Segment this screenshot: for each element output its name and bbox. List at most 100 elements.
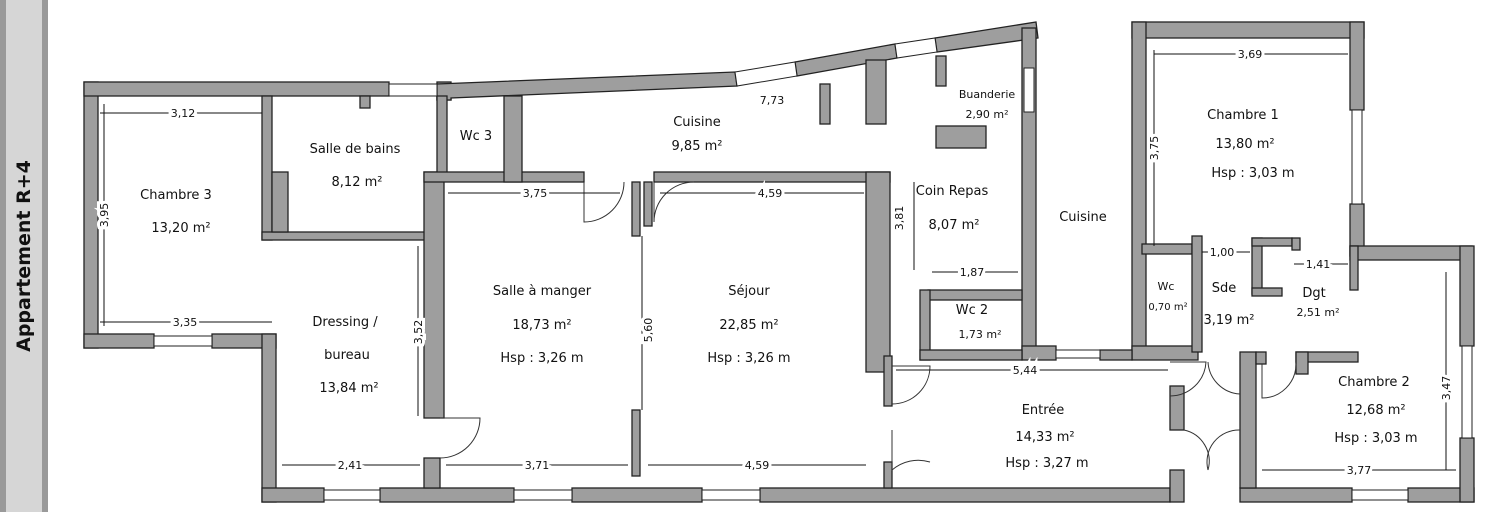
room-area: 8,07 m²: [929, 218, 980, 233]
wall: [1169, 469, 1185, 503]
room-name: Coin Repas: [916, 184, 989, 199]
wall: [819, 83, 831, 125]
door: [1207, 361, 1241, 395]
doors: [439, 181, 1297, 472]
dimension-label: 3,47: [1440, 376, 1453, 401]
dimension-label: 2,41: [338, 459, 363, 472]
door: [583, 181, 625, 223]
wall: [1255, 351, 1267, 365]
room-ceiling-height: Hsp : 3,03 m: [1334, 431, 1417, 446]
room-area: 14,33 m²: [1015, 430, 1074, 445]
room-area: 2,51 m²: [1296, 306, 1339, 319]
wall: [423, 171, 445, 419]
dimension-label: 1,87: [960, 266, 985, 279]
wall: [1251, 287, 1283, 297]
dimension-label: 4,59: [745, 459, 770, 472]
wall: [1131, 21, 1365, 39]
room-name: Dressing /: [312, 315, 378, 330]
windows: [153, 37, 1473, 501]
dimension-labels: 3,12 3,95 3,35 7,73 3,75 4,59 3,81 1,87 …: [95, 45, 1456, 480]
window: [513, 489, 573, 501]
wall: [1291, 237, 1301, 251]
wall: [865, 171, 891, 373]
room-name: Salle à manger: [493, 284, 592, 299]
room-name: Buanderie: [959, 88, 1016, 101]
dimension-label: 3,81: [893, 206, 906, 231]
dimension-label: 3,75: [523, 187, 548, 200]
wall: [935, 125, 987, 149]
dimension-label: 3,95: [98, 203, 111, 228]
room-name: Chambre 2: [1338, 375, 1410, 390]
room-area: 13,80 m²: [1215, 137, 1274, 152]
window: [1055, 349, 1101, 359]
dimension-label: 3,12: [171, 107, 196, 120]
room-name: Séjour: [728, 284, 770, 299]
door: [653, 181, 695, 223]
wall: [919, 349, 1023, 361]
wall: [1239, 487, 1353, 503]
room-area: 12,68 m²: [1346, 403, 1405, 418]
room-name: Chambre 1: [1207, 108, 1279, 123]
wall: [83, 333, 155, 349]
room-area: 18,73 m²: [512, 318, 571, 333]
wall: [1021, 345, 1057, 361]
window: [388, 83, 438, 97]
wall: [379, 487, 515, 503]
room-name: Wc 3: [460, 129, 492, 144]
wall: [653, 171, 891, 183]
wall: [1141, 243, 1193, 255]
window: [734, 61, 798, 87]
door: [439, 417, 481, 459]
wall: [1131, 21, 1147, 359]
wall: [436, 71, 738, 101]
wall: [1295, 351, 1309, 375]
wall: [1191, 235, 1203, 353]
door: [1169, 361, 1207, 397]
room-area: 0,70 m²: [1148, 302, 1187, 313]
door: [1206, 429, 1241, 471]
room-name: Sde: [1212, 281, 1237, 296]
room-name: bureau: [324, 348, 370, 363]
door: [1261, 363, 1297, 399]
door: [891, 365, 931, 405]
room-area: 3,19 m²: [1204, 313, 1255, 328]
dimension-lines: [100, 50, 1456, 471]
wall: [83, 81, 390, 97]
wall: [261, 95, 273, 241]
wall: [271, 171, 289, 233]
window: [701, 489, 761, 501]
dimension-label: 3,52: [412, 320, 425, 345]
dimension-label: 5,60: [642, 318, 655, 343]
wall: [865, 59, 887, 125]
room-ceiling-height: Hsp : 3,27 m: [1005, 456, 1088, 471]
dimension-label: 3,75: [1148, 136, 1161, 161]
door: [1183, 429, 1210, 471]
wall: [83, 81, 99, 349]
wall: [1349, 21, 1365, 111]
wall: [436, 95, 448, 177]
room-area: 1,73 m²: [958, 328, 1001, 341]
dimension-label: 7,73: [760, 94, 785, 107]
wall: [759, 487, 1171, 503]
room-ceiling-height: Hsp : 3,26 m: [707, 351, 790, 366]
dimension-label: 5,44: [1013, 364, 1038, 377]
dimension-label: 3,35: [173, 316, 198, 329]
wall: [631, 409, 641, 477]
wall: [423, 457, 441, 489]
wall: [935, 55, 947, 87]
wall: [261, 333, 277, 503]
wall: [261, 487, 325, 503]
wall: [1459, 437, 1475, 503]
window: [894, 37, 938, 59]
wall: [1099, 349, 1133, 361]
window: [1461, 345, 1473, 439]
room-ceiling-height: Hsp : 3,26 m: [500, 351, 583, 366]
wall: [631, 181, 641, 237]
wall: [1251, 237, 1293, 247]
wall: [883, 461, 893, 489]
wall: [1349, 245, 1359, 291]
dimension-label: 3,77: [1347, 464, 1372, 477]
wall: [883, 355, 893, 407]
room-name: Salle de bains: [310, 142, 401, 157]
